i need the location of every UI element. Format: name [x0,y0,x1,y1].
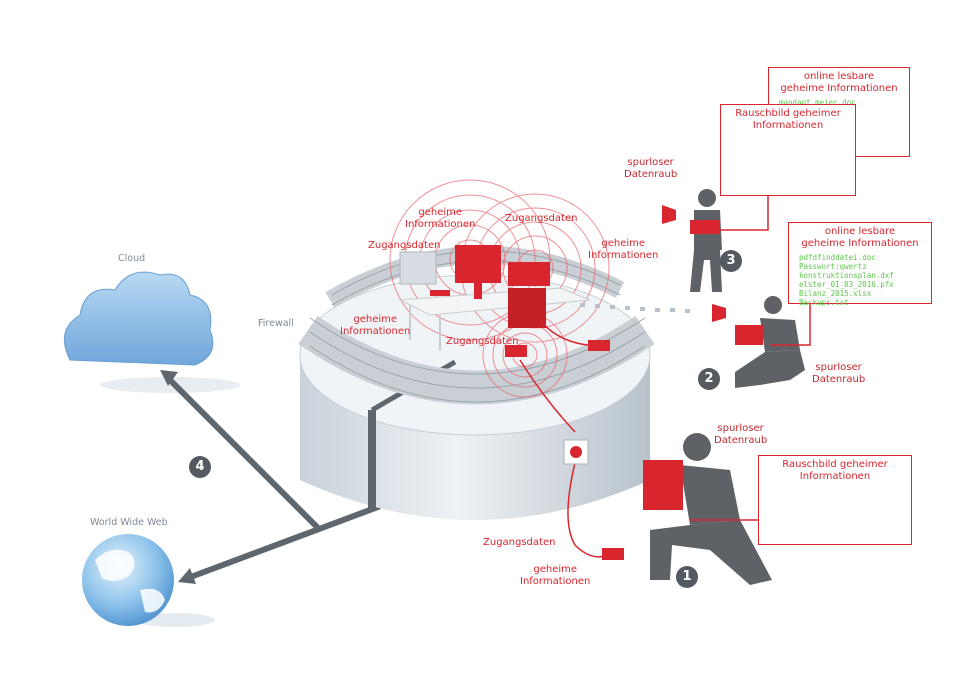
panel-3-front: Rauschbild geheimer Informationen [720,104,856,196]
cloud-shadow [100,377,240,393]
firewall-label: Firewall [258,318,294,329]
badge-3: 3 [720,250,742,272]
office-desk [398,245,591,357]
badge-4: 4 [189,456,211,478]
badge-2: 2 [698,368,720,390]
attacker-3-caption: spurloser Datenraub [624,157,678,180]
attacker-2-caption: spurloser Datenraub [812,362,866,385]
label-zugang-top: Zugangsdaten [505,213,578,224]
label-geheime-bottom: geheime Informationen [520,564,591,587]
arrow-to-cloud [160,370,178,386]
firewall-drum [299,274,651,520]
label-zugang-left: Zugangsdaten [368,240,441,251]
file-item: konstruktionsplan.dxf [799,271,894,280]
panel-1: Rauschbild geheimer Informationen [758,455,912,545]
label-zugang-mid: Zugangsdaten [446,336,519,347]
panel-1-title: Rauschbild geheimer Informationen [782,459,888,482]
file-item: Passwort:qwertz [799,262,867,271]
panel-3-title: Rauschbild geheimer Informationen [735,108,841,131]
panel-2: online lesbare geheime Informationen pdf… [788,222,932,307]
printer [508,262,550,286]
file-item: mandant_meier.doc [779,98,856,107]
label-geheime-mid: geheime Informationen [340,314,411,337]
attacker-3-figure [662,189,722,292]
tap-device-top [588,340,610,351]
label-geheime-right: geheime Informationen [588,238,659,261]
panel-2-title: online lesbare geheime Informationen [801,226,919,249]
attacker-1-figure [643,433,772,585]
panel-3-back-title: online lesbare geheime Informationen [780,71,898,94]
panel-connectors [690,195,811,521]
file-item: Backups.txt [799,298,849,307]
router [505,345,527,357]
arrow-to-globe [178,568,196,584]
label-zugang-bottom: Zugangsdaten [483,537,556,548]
label-geheime-top: geheime Informationen [405,207,476,230]
file-item: elster_01_03_2016.pfx [799,280,894,289]
file-item: Bilanz_2015.xlsx [799,289,872,298]
monitor-red [455,245,501,283]
monitor-grey [399,251,437,285]
cloud-shape [63,271,214,366]
pc-tower [508,288,546,328]
tap-device-bottom [602,548,624,560]
globe-shape [82,534,174,626]
panel-2-file-list: pdfdfinddatei.doc Passwort:qwertz konstr… [799,253,931,307]
badge-1: 1 [676,566,698,588]
attacker-1-caption: spurloser Datenraub [714,423,768,446]
www-label: World Wide Web [90,517,168,528]
file-item: pdfdfinddatei.doc [799,253,876,262]
beam-to-attacker-2 [580,303,690,313]
cloud-label: Cloud [118,253,146,264]
attacker-2-figure [712,296,805,388]
